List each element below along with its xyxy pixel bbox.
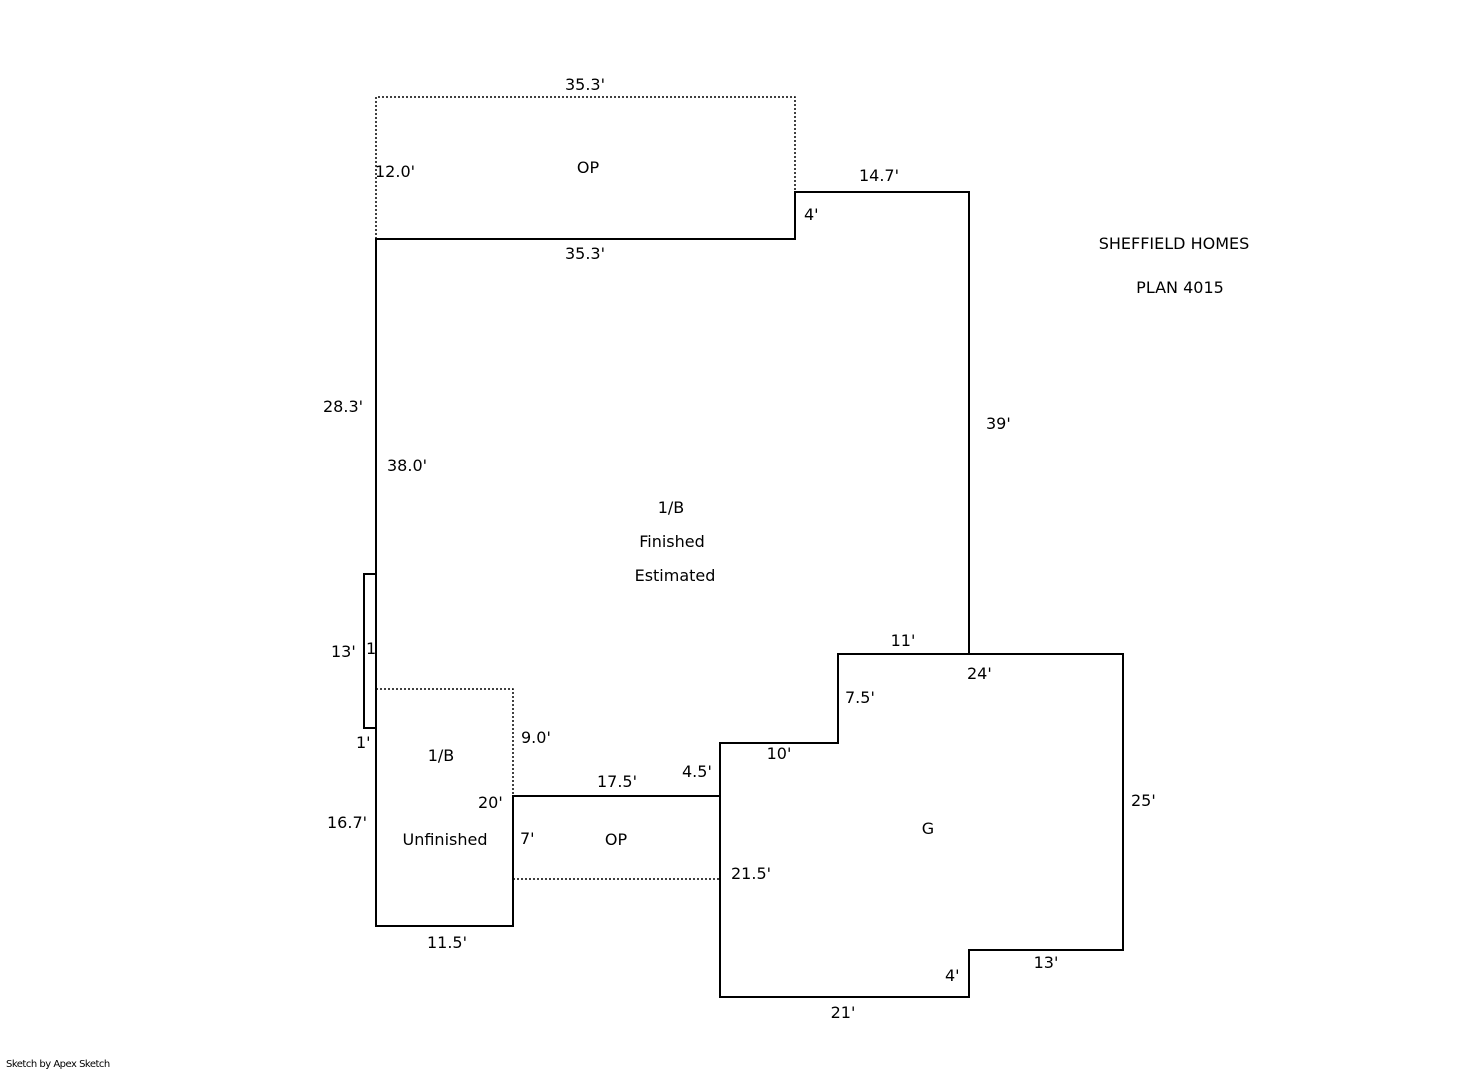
sketch-credit: Sketch by Apex Sketch xyxy=(6,1059,110,1070)
dim-label: 4' xyxy=(945,966,960,985)
plan-number: PLAN 4015 xyxy=(1136,278,1224,297)
dim-label: 12.0' xyxy=(375,162,415,181)
unfinished-area-label: 1/B xyxy=(428,746,455,765)
dim-label: 4.5' xyxy=(682,762,712,781)
porch-bottom-label: OP xyxy=(605,830,628,849)
dim-label: 39' xyxy=(986,414,1011,433)
dim-label: 35.3' xyxy=(565,75,605,94)
dim-label: 11.5' xyxy=(427,933,467,952)
dim-label: 25' xyxy=(1131,791,1156,810)
dim-label: 4' xyxy=(804,205,819,224)
dim-label: 28.3' xyxy=(323,397,363,416)
dim-label: 11' xyxy=(891,631,916,650)
unfinished-area-type: Unfinished xyxy=(403,830,488,849)
porch-top-label: OP xyxy=(577,158,600,177)
dim-label: 24' xyxy=(967,664,992,683)
dim-label: 9.0' xyxy=(521,728,551,747)
dim-label: 10' xyxy=(767,744,792,763)
dim-label: 13' xyxy=(1034,953,1059,972)
main-area-label: 1/B xyxy=(658,498,685,517)
dim-label: 35.3' xyxy=(565,244,605,263)
dimension-labels: 35.3' 12.0' 35.3' 14.7' 4' 39' 28.3' 38.… xyxy=(323,75,1156,1022)
dim-label: 21' xyxy=(831,1003,856,1022)
dim-label: 14.7' xyxy=(859,166,899,185)
main-area-estimated: Estimated xyxy=(635,566,716,585)
dim-label: 7.5' xyxy=(845,688,875,707)
main-living-outline xyxy=(375,191,970,927)
dim-label: 17.5' xyxy=(597,772,637,791)
dim-label: 20' xyxy=(478,793,503,812)
dim-label: 21.5' xyxy=(731,864,771,883)
garage-label: G xyxy=(922,819,934,838)
dim-label: 16.7' xyxy=(327,813,367,832)
main-area-finished: Finished xyxy=(639,532,705,551)
dim-label: 1 xyxy=(366,639,376,658)
dim-label: 1' xyxy=(356,733,371,752)
bump-out-outline xyxy=(363,573,377,729)
open-porch-top-outline xyxy=(375,96,796,239)
dim-label: 38.0' xyxy=(387,456,427,475)
dim-label: 7' xyxy=(520,829,535,848)
garage-outline xyxy=(719,653,1124,998)
unfinished-area-outline xyxy=(376,688,514,796)
builder-name: SHEFFIELD HOMES xyxy=(1099,234,1250,253)
dim-label: 13' xyxy=(331,642,356,661)
